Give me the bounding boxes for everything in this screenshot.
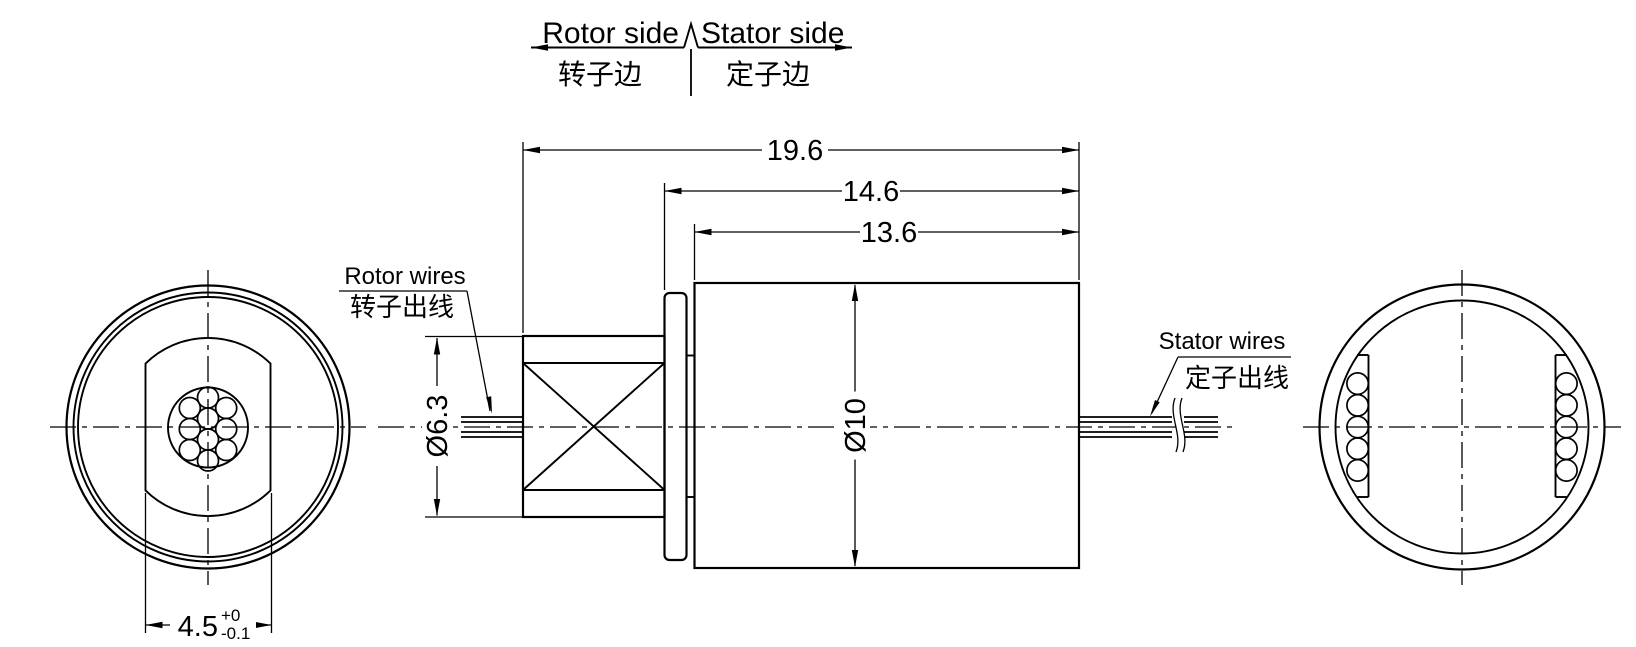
dimension-overall-length: 19.6	[522, 134, 1080, 333]
rotor-side-label-zh: 转子边	[558, 58, 642, 91]
stator-wires-callout: Stator wires 定子出线	[1150, 328, 1291, 417]
body-length-value: 13.6	[861, 217, 917, 249]
dimension-body-diameter: Ø10	[840, 284, 872, 567]
section-view: Rotor wires 转子出线 Stator wires 定子出线	[339, 263, 1291, 570]
rotor-side-label: Rotor side	[542, 17, 679, 50]
rotor-wire-cross-sections	[178, 386, 238, 472]
rotor-hub-outline	[144, 337, 272, 517]
flat-width-tol-upper: +0	[221, 606, 240, 625]
rotor-wires-callout: Rotor wires 转子出线	[339, 263, 492, 414]
wire-break-mark	[1172, 397, 1179, 453]
dimension-body-length: 13.6	[693, 216, 1079, 280]
flange-outline	[663, 291, 688, 562]
header-direction-labels: Rotor side Stator side 转子边 定子边	[531, 17, 852, 96]
dimension-flat-width: 4.5 +0 -0.1	[144, 493, 273, 643]
rotor-wires-label-zh: 转子出线	[350, 293, 454, 323]
left-brush-block	[1346, 354, 1370, 498]
leader-arrow-icon	[1150, 400, 1160, 417]
end-inner-circle	[1334, 299, 1590, 555]
leader-arrow-icon	[486, 396, 492, 414]
stator-wires-label-zh: 定子出线	[1185, 364, 1289, 394]
stator-wires	[1079, 397, 1218, 454]
body-diameter-value: Ø10	[840, 398, 872, 453]
left-arrow-icon	[531, 44, 548, 51]
right-brush-block	[1554, 354, 1578, 498]
stator-body-outline	[693, 281, 1081, 570]
end-view	[1303, 270, 1621, 585]
front-inner-circle	[77, 296, 339, 558]
wire-break-mark	[1179, 397, 1186, 453]
stator-wires-label: Stator wires	[1159, 328, 1286, 355]
divider-peak	[683, 20, 699, 48]
rotor-diameter-value: Ø6.3	[422, 395, 454, 458]
flat-width-tol-lower: -0.1	[221, 624, 250, 643]
rotor-cross-diagonal-2	[522, 362, 666, 491]
front-view: 4.5 +0 -0.1	[50, 270, 366, 643]
dimension-rotor-diameter: Ø6.3	[422, 335, 523, 518]
stator-side-label-zh: 定子边	[726, 58, 810, 91]
stator-side-label: Stator side	[701, 17, 844, 50]
rotor-wires	[461, 416, 523, 438]
flat-width-value: 4.5	[178, 611, 218, 643]
rotor-wires-label: Rotor wires	[344, 263, 465, 290]
overall-length-value: 19.6	[767, 135, 823, 167]
front-outer-circle	[65, 284, 351, 570]
end-outer-circle	[1318, 283, 1606, 571]
stator-length-value: 14.6	[843, 176, 899, 208]
dimension-stator-length: 14.6	[663, 175, 1079, 290]
right-arrow-icon	[835, 44, 852, 51]
front-middle-circle	[72, 291, 344, 563]
